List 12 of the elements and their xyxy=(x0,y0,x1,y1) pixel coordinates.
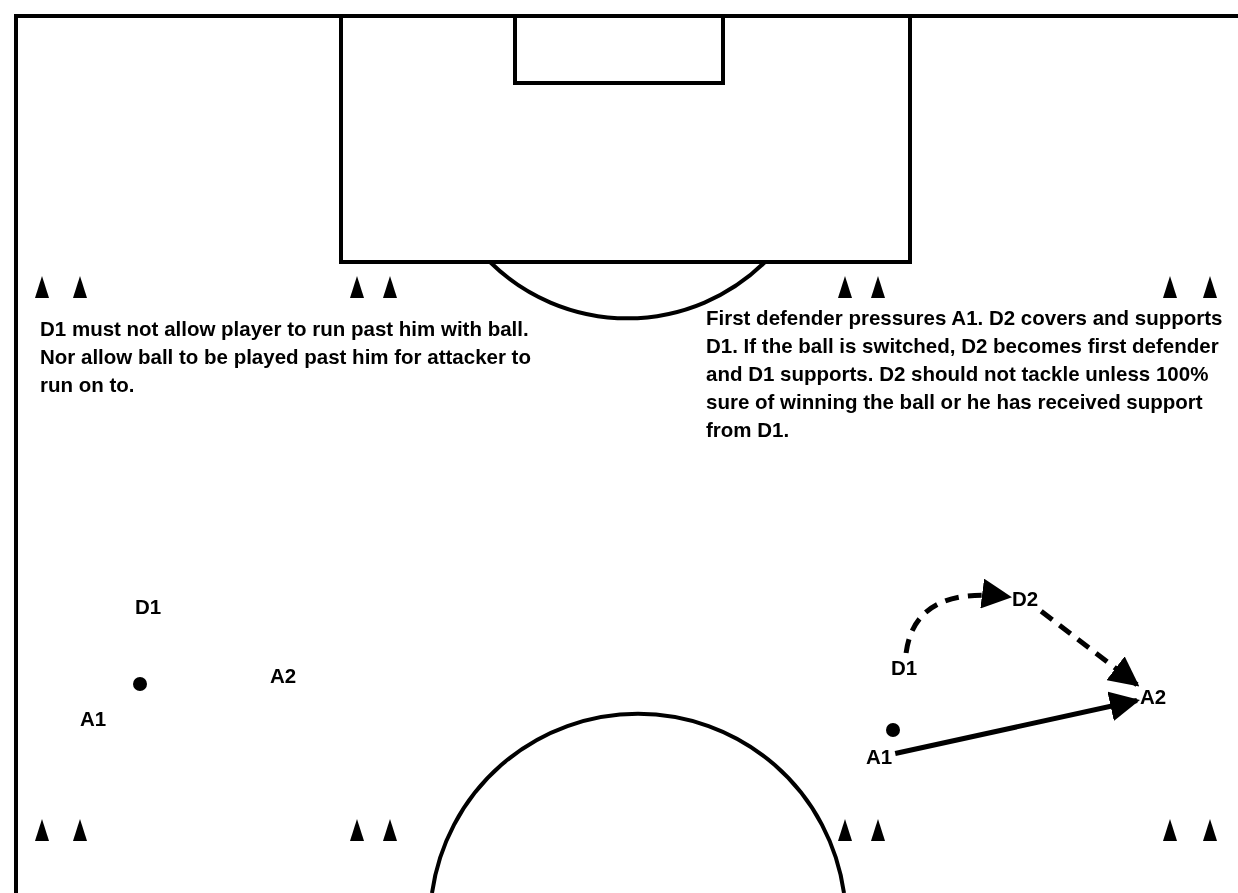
player-label: D1 xyxy=(891,654,918,682)
player-label: D1 xyxy=(135,594,162,620)
instruction-text: D1 must not allow player to run past him with ball. Nor allow ball to be played past him for attacker to run on to. xyxy=(40,316,532,398)
player-label: A1 xyxy=(80,706,107,732)
player-label: D2 xyxy=(1012,585,1039,613)
pass-arrow xyxy=(894,691,1140,756)
player-label: A2 xyxy=(270,663,297,689)
dashed-run-arrow xyxy=(903,579,1012,654)
player-label: A1 xyxy=(866,743,893,771)
player-label: A2 xyxy=(1140,683,1167,711)
instruction-text: First defender pressures A1. D2 covers and supports D1. If the ball is switched, D2 becomes first defender and D1 supports. D2 should not tackle unless 100% sure of winning the ball or he has received support from D1. xyxy=(706,305,1224,443)
dashed-run-arrow xyxy=(1039,609,1140,687)
